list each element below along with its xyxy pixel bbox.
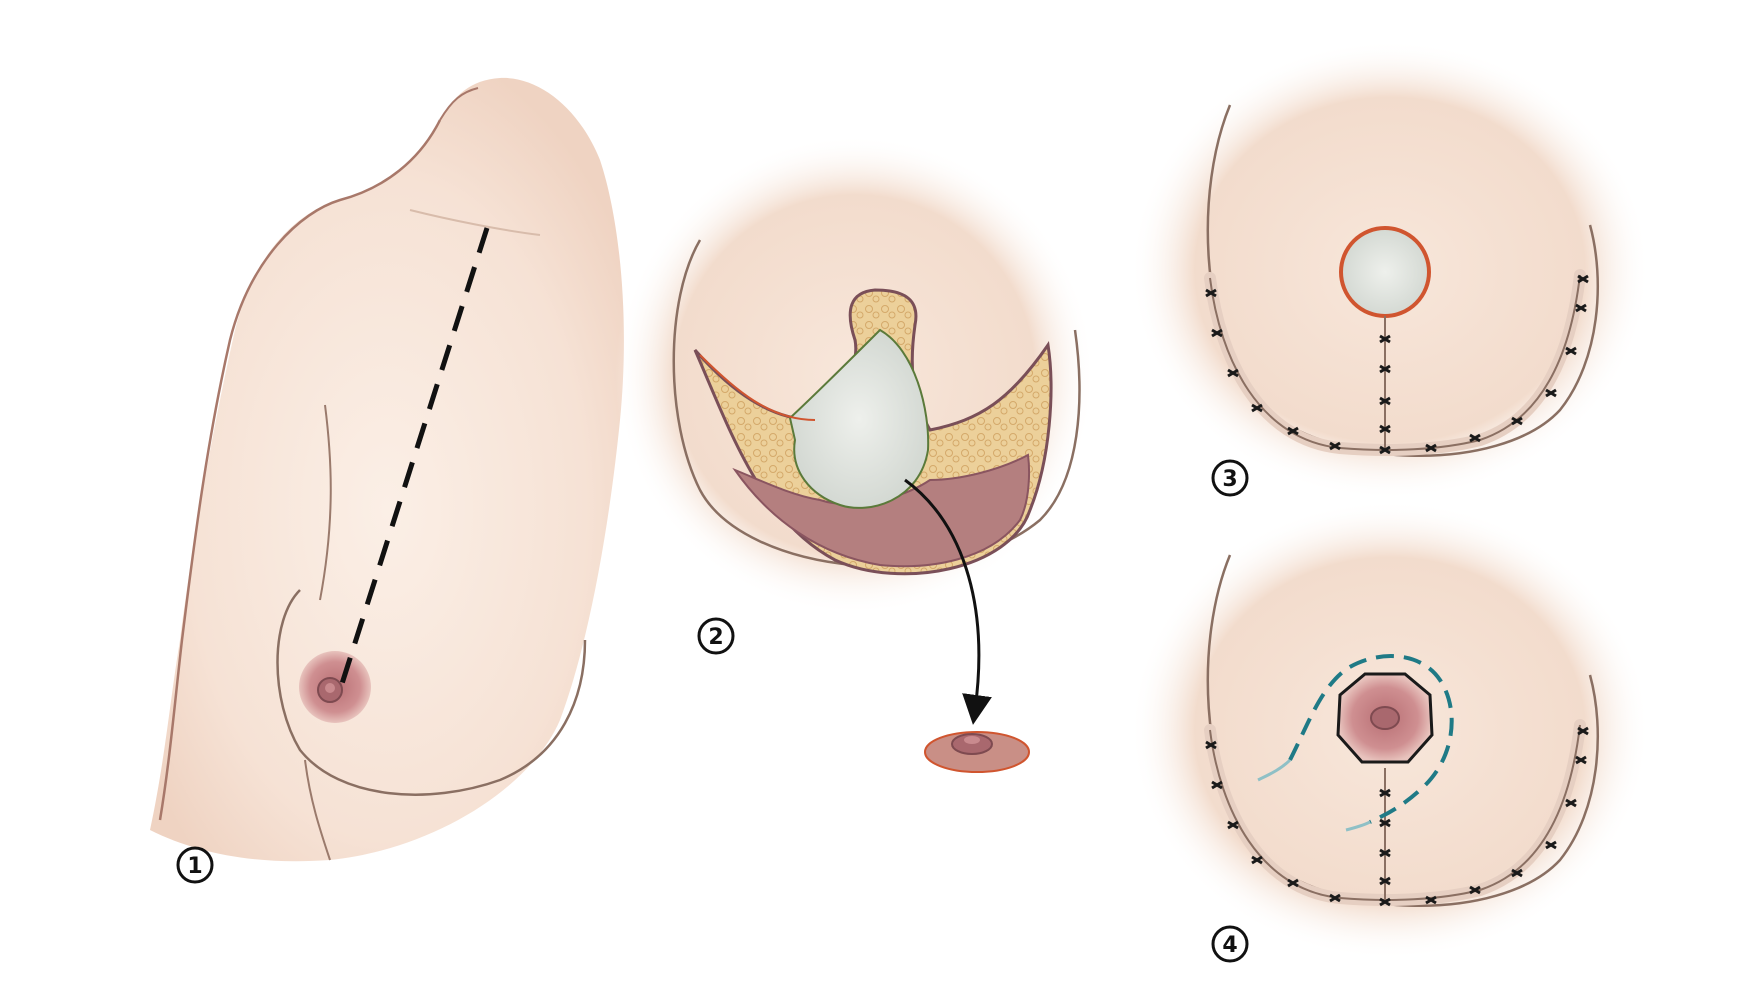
clavicle-contour xyxy=(409,209,541,236)
step-1-badge: 1 xyxy=(176,846,214,884)
step-4-graft-illustration xyxy=(1130,500,1650,960)
breast-lower-contour xyxy=(672,239,1081,568)
step-3-badge: 3 xyxy=(1211,459,1249,497)
step-2-number: 2 xyxy=(708,625,723,650)
armpit-fold-contour xyxy=(304,759,331,861)
transfer-arrow xyxy=(904,478,992,725)
step-2-dissection-illustration xyxy=(615,135,1095,773)
step-3-closure-illustration xyxy=(1130,40,1650,500)
purse-string-suture xyxy=(1288,654,1454,824)
purse-string-tail-left xyxy=(1257,758,1292,782)
nipple-tip xyxy=(325,683,335,693)
harvested-nipple-graft xyxy=(924,731,1030,773)
sutures xyxy=(1205,274,1589,455)
step-2-badge: 2 xyxy=(697,617,735,655)
grafted-nipple xyxy=(1370,706,1400,730)
step-4-badge: 4 xyxy=(1211,925,1249,963)
incision-edge-red xyxy=(699,354,816,421)
inframammary-incision-line xyxy=(1209,724,1581,901)
nipple-site-opening xyxy=(1339,226,1431,318)
torso-skin xyxy=(150,77,624,862)
purse-string-tail-right xyxy=(1345,820,1371,832)
arm-contour xyxy=(319,404,332,601)
sutures xyxy=(1205,726,1589,907)
step-1-torso-illustration xyxy=(150,77,624,862)
torso-left-contour xyxy=(158,119,442,821)
wound-bed xyxy=(788,328,930,509)
breast-contour xyxy=(276,589,587,796)
inframammary-incision-line xyxy=(1209,274,1581,451)
step-1-number: 1 xyxy=(187,854,202,879)
step-3-number: 3 xyxy=(1222,467,1237,492)
neck-contour xyxy=(439,87,479,121)
step-4-number: 4 xyxy=(1222,933,1237,958)
